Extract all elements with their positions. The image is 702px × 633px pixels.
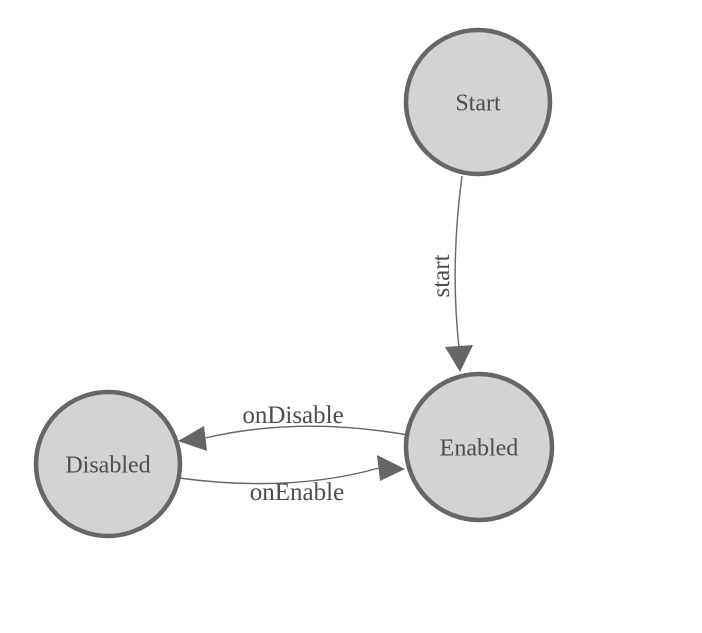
edge-label-onenable: onEnable bbox=[250, 479, 344, 506]
state-node-start[interactable]: Start bbox=[403, 27, 553, 177]
state-circle-disabled[interactable] bbox=[33, 389, 183, 539]
state-label-enabled: Enabled bbox=[440, 435, 519, 461]
nodes-layer: Start Enabled Disabled bbox=[33, 27, 555, 539]
edges-layer: start onDisable onEnable bbox=[178, 175, 473, 506]
edge-disabled-to-enabled: onEnable bbox=[178, 455, 405, 506]
edge-start-to-enabled: start bbox=[428, 175, 473, 372]
state-circle-start[interactable] bbox=[403, 27, 553, 177]
edge-line-start-to-enabled bbox=[454, 175, 463, 349]
state-label-start: Start bbox=[455, 90, 501, 116]
state-node-enabled[interactable]: Enabled bbox=[403, 371, 555, 523]
edge-enabled-to-disabled: onDisable bbox=[178, 402, 409, 451]
edge-label-ondisable: onDisable bbox=[242, 402, 343, 429]
state-node-disabled[interactable]: Disabled bbox=[33, 389, 183, 539]
arrowhead-start-to-enabled bbox=[445, 345, 473, 372]
arrowhead-enabled-to-disabled bbox=[178, 426, 207, 451]
edge-line-disabled-to-enabled bbox=[178, 467, 380, 485]
state-circle-enabled[interactable] bbox=[403, 371, 555, 523]
arrowhead-disabled-to-enabled bbox=[377, 455, 405, 481]
edge-label-start: start bbox=[428, 254, 455, 297]
edge-line-enabled-to-disabled bbox=[204, 425, 409, 439]
state-label-disabled: Disabled bbox=[65, 452, 150, 478]
